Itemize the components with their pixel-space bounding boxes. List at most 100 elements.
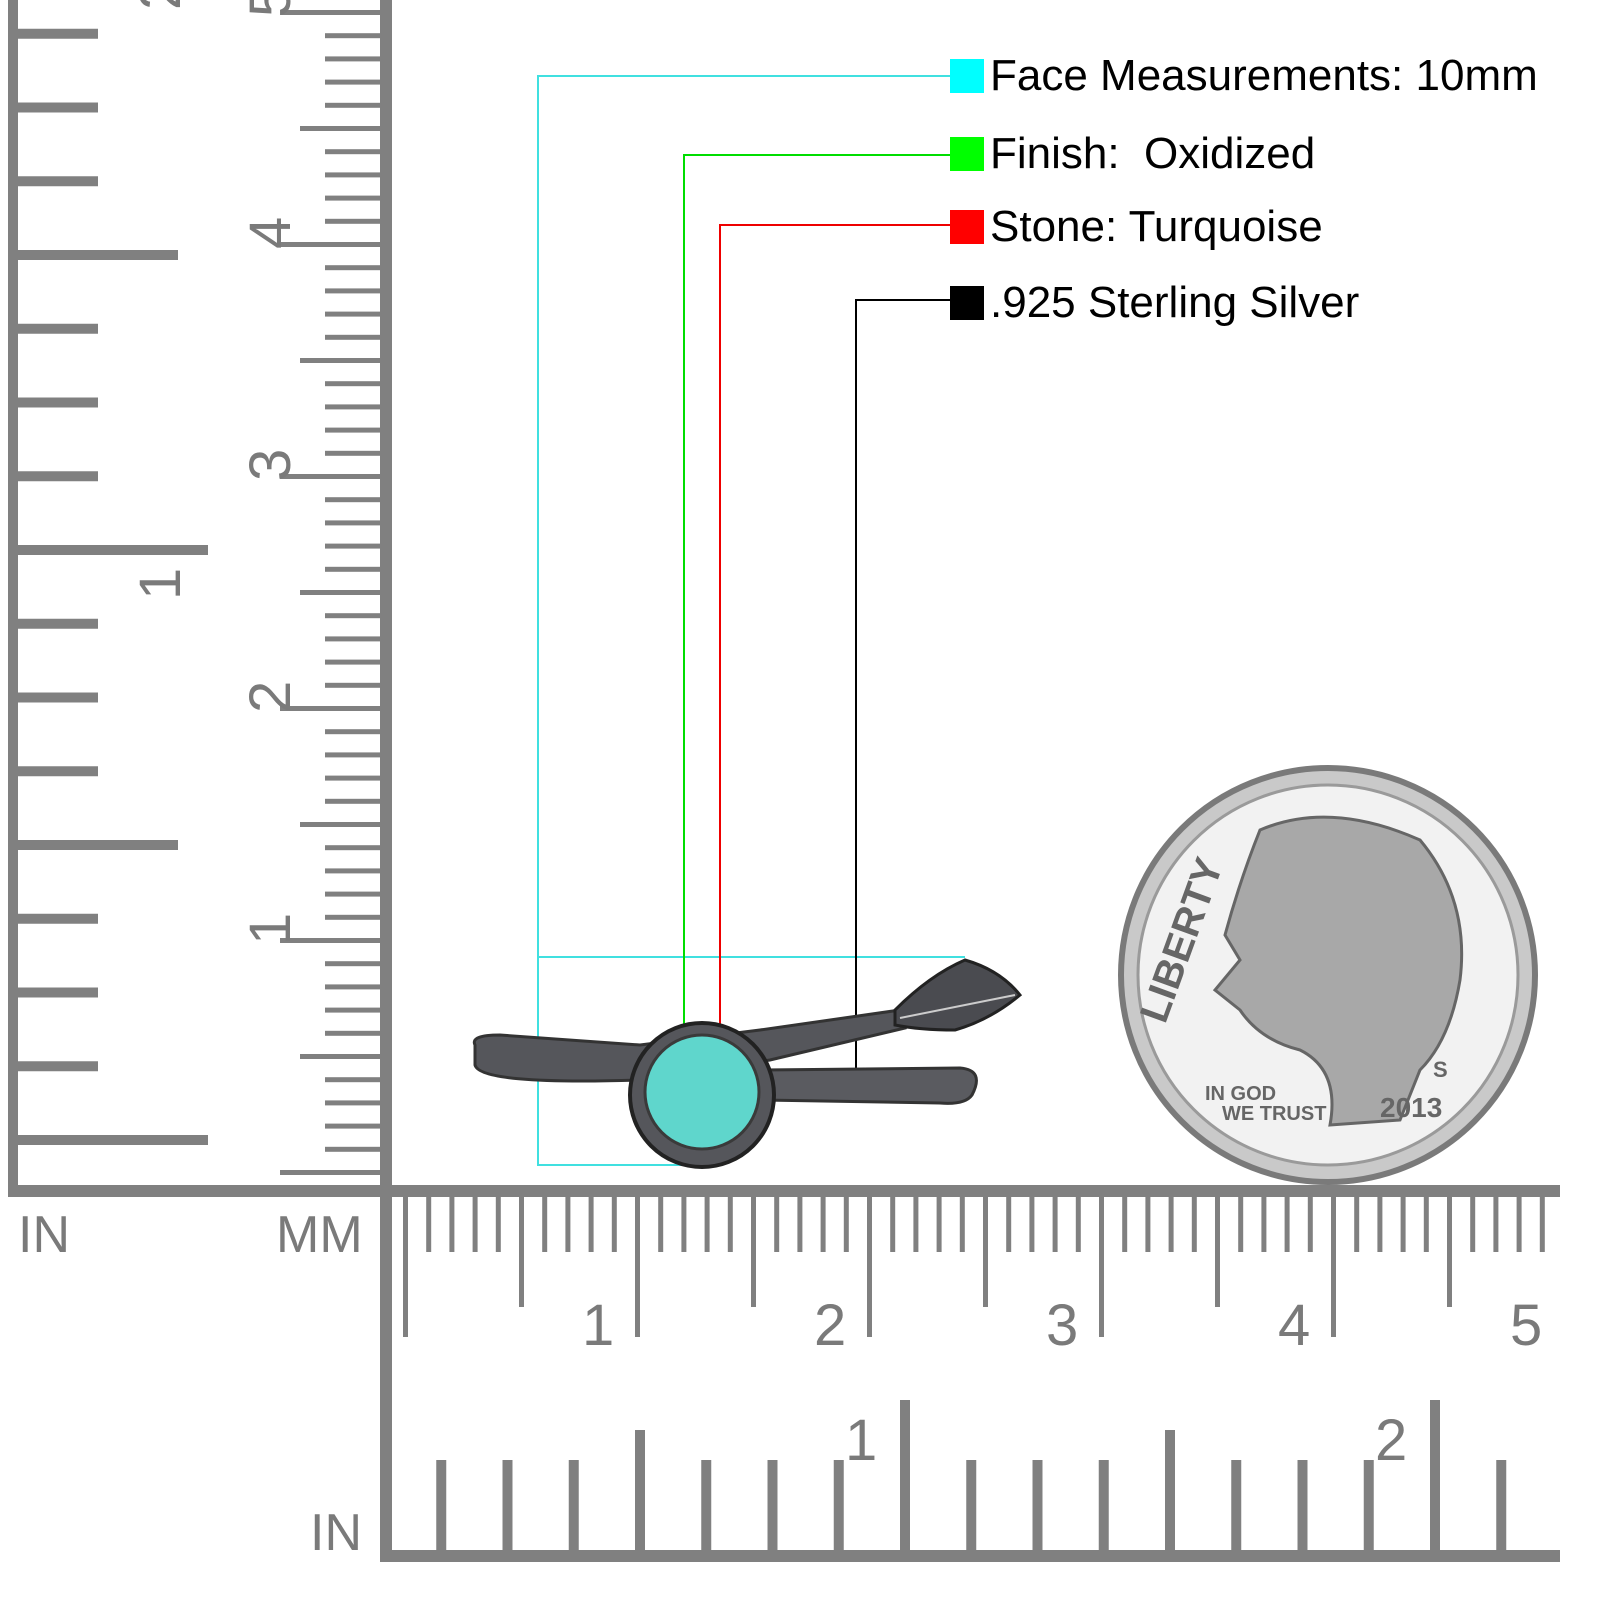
vertical-mm-tick: [280, 938, 380, 943]
leaf-icon: [893, 958, 1023, 1032]
horizontal-mm-label: 2: [814, 1293, 846, 1358]
horizontal-mm-tick: [495, 1197, 501, 1252]
vertical-mm-tick: [325, 845, 380, 851]
horizontal-mm-tick: [1029, 1197, 1035, 1252]
horizontal-mm-tick: [472, 1197, 478, 1252]
vertical-mm-tick: [325, 543, 380, 549]
vertical-inch-tick: [18, 840, 178, 850]
left-unit-mm: MM: [276, 1206, 363, 1264]
horizontal-inch-tick: [1032, 1460, 1043, 1550]
vertical-mm-tick: [300, 590, 380, 595]
horizontal-mm-tick: [1354, 1197, 1360, 1252]
vertical-mm-tick: [325, 891, 380, 897]
legend-stone: Stone: Turquoise: [950, 202, 1323, 251]
horizontal-mm-tick: [1191, 1197, 1197, 1252]
vertical-mm-tick: [325, 1007, 380, 1013]
vertical-mm-tick: [325, 497, 380, 503]
ruler-corner: [8, 1185, 392, 1197]
horizontal-mm-tick: [1400, 1197, 1406, 1252]
horizontal-mm-tick: [1168, 1197, 1174, 1252]
vertical-mm-label: 4: [238, 217, 303, 249]
horizontal-inch-tick: [833, 1460, 844, 1550]
horizontal-mm-tick: [1307, 1197, 1313, 1252]
vertical-mm-tick: [325, 659, 380, 665]
horizontal-mm-tick: [1099, 1197, 1104, 1337]
red-swatch-icon: [950, 210, 984, 244]
legend-label: Finish: Oxidized: [990, 129, 1316, 178]
vertical-mm-tick: [325, 450, 380, 456]
horizontal-mm-tick: [1261, 1197, 1267, 1252]
legend-label: Face Measurements: 10mm: [990, 51, 1538, 100]
vertical-mm-tick: [325, 984, 380, 990]
horizontal-mm-tick: [1052, 1197, 1058, 1252]
horizontal-mm-tick: [1493, 1197, 1499, 1252]
vertical-mm-tick: [325, 265, 380, 271]
vertical-mm-tick: [280, 10, 380, 15]
horizontal-inch-label: 2: [1375, 1408, 1407, 1473]
stone-callout-line: [719, 224, 950, 1060]
horizontal-inch-tick: [900, 1400, 910, 1550]
vertical-mm-tick: [325, 334, 380, 340]
vertical-mm-tick: [325, 33, 380, 39]
vertical-mm-tick: [325, 775, 380, 781]
vertical-mm-tick: [325, 79, 380, 85]
vertical-inch-tick: [18, 545, 208, 555]
horizontal-ruler-left-edge: [380, 1185, 392, 1562]
horizontal-inch-tick: [568, 1460, 579, 1550]
finish-callout-line: [683, 154, 950, 1030]
horizontal-inch-tick: [1496, 1460, 1507, 1550]
horizontal-mm-tick: [658, 1197, 664, 1252]
horizontal-mm-tick: [1377, 1197, 1383, 1252]
horizontal-mm-tick: [727, 1197, 733, 1252]
vertical-mm-tick: [325, 172, 380, 178]
ring-band-lower: [758, 1066, 978, 1105]
vertical-ruler-edge: [8, 0, 18, 1195]
vertical-inch-tick: [18, 176, 98, 187]
legend-label: .925 Sterling Silver: [990, 278, 1360, 327]
horizontal-mm-label: 5: [1510, 1293, 1542, 1358]
horizontal-inch-tick: [1165, 1430, 1175, 1550]
horizontal-mm-tick: [426, 1197, 432, 1252]
horizontal-inch-tick: [502, 1460, 513, 1550]
vertical-mm-tick: [325, 56, 380, 62]
horizontal-mm-tick: [1238, 1197, 1244, 1252]
vertical-inch-tick: [18, 28, 98, 39]
horizontal-mm-tick: [1122, 1197, 1128, 1252]
vertical-mm-tick: [325, 149, 380, 155]
vertical-mm-tick: [325, 1077, 380, 1083]
horizontal-mm-tick: [542, 1197, 548, 1252]
horizontal-mm-tick: [588, 1197, 594, 1252]
vertical-mm-label: 5: [238, 0, 303, 17]
horizontal-inch-tick: [436, 1460, 447, 1550]
vertical-mm-tick: [325, 102, 380, 108]
horizontal-mm-tick: [635, 1197, 640, 1337]
horizontal-mm-tick: [983, 1197, 988, 1307]
green-swatch-icon: [950, 137, 984, 171]
horizontal-mm-tick: [1447, 1197, 1452, 1307]
horizontal-mm-tick: [611, 1197, 617, 1252]
vertical-mm-tick: [325, 520, 380, 526]
vertical-inch-label: 1: [128, 568, 193, 600]
vertical-mm-tick: [280, 706, 380, 711]
horizontal-mm-tick: [936, 1197, 942, 1252]
vertical-mm-tick: [325, 288, 380, 294]
horizontal-inch-tick: [701, 1460, 712, 1550]
vertical-inch-tick: [18, 323, 98, 334]
legend-face-measurements: Face Measurements: 10mm: [950, 51, 1538, 100]
coin-motto-2: WE TRUST: [1222, 1103, 1326, 1125]
vertical-mm-tick: [325, 311, 380, 317]
horizontal-mm-tick: [403, 1197, 408, 1337]
horizontal-mm-tick: [1284, 1197, 1290, 1252]
horizontal-mm-label: 1: [582, 1293, 614, 1358]
metal-callout-line: [855, 299, 950, 1100]
horizontal-mm-tick: [1215, 1197, 1220, 1307]
dime-coin: LIBERTY IN GOD WE TRUST 2013 S: [1118, 765, 1538, 1185]
coin-portrait: [1212, 815, 1464, 1127]
horizontal-mm-label: 3: [1046, 1293, 1078, 1358]
horizontal-inch-tick: [1098, 1460, 1109, 1550]
vertical-mm-label: 3: [238, 449, 303, 481]
legend-label: Stone: Turquoise: [990, 202, 1323, 251]
vertical-inch-tick: [18, 766, 98, 777]
vertical-mm-tick: [325, 752, 380, 758]
